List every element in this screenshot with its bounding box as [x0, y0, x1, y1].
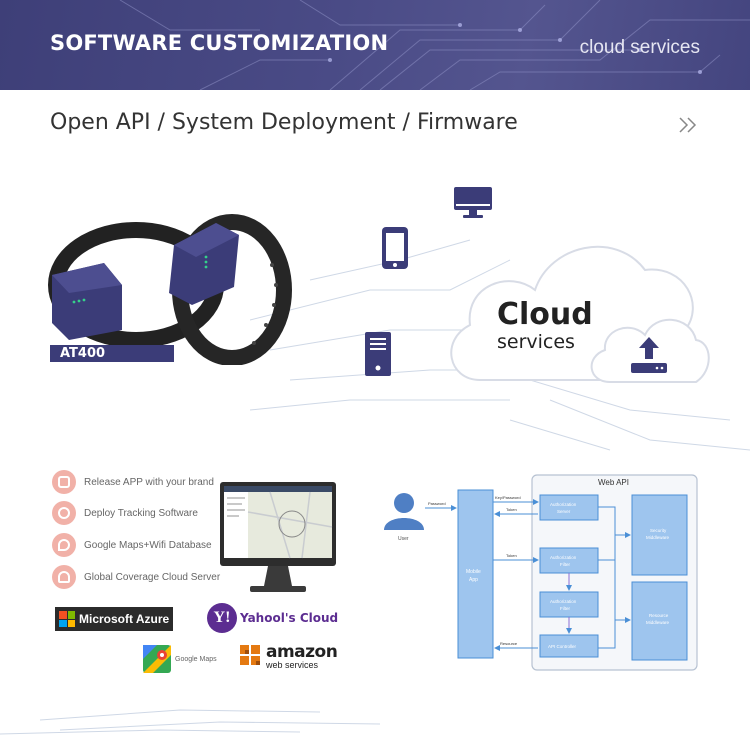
- section-heading: Open API / System Deployment / Firmware: [50, 110, 518, 135]
- feature-item: Release APP with your brand: [52, 470, 214, 494]
- feature-label: Deploy Tracking Software: [84, 507, 198, 519]
- aws-label: amazon: [266, 642, 338, 662]
- cloud-server-icon: [52, 565, 76, 589]
- aws-logo: amazon web services: [238, 642, 338, 671]
- token-label-2: Token: [506, 553, 517, 558]
- api-controller-label: API Controller: [548, 644, 577, 649]
- banner-title: SOFTWARE CUSTOMIZATION: [50, 31, 389, 55]
- feature-label: Google Maps+Wifi Database: [84, 539, 212, 551]
- auth-filter1-line1: Authorization: [550, 555, 577, 560]
- user-icon: [384, 493, 424, 530]
- upload-router-icon: [631, 337, 667, 373]
- resource-mw-line2: Middleware: [646, 620, 670, 625]
- tech-background: [250, 239, 750, 451]
- auth-filter2-line1: Authorization: [550, 599, 577, 604]
- resource-label: Resource: [500, 641, 518, 646]
- microsoft-azure-logo: Microsoft Azure: [55, 607, 173, 631]
- banner-subtitle: cloud services: [579, 37, 700, 58]
- web-api-diagram: User Web API Mobile App Password Authori…: [384, 474, 698, 671]
- resource-mw-line1: Resource: [649, 613, 669, 618]
- desktop-icon: [454, 187, 492, 218]
- user-label: User: [398, 536, 409, 542]
- yahoo-label: Yahool's Cloud: [240, 611, 339, 625]
- circuit-decoration: [119, 0, 750, 90]
- yahoo-icon: Y!: [207, 603, 237, 633]
- feature-item: Deploy Tracking Software: [52, 501, 198, 525]
- cloud-subtitle: services: [497, 331, 575, 353]
- microsoft-icon: [59, 611, 75, 627]
- monitor-software-image: [220, 482, 336, 592]
- bottom-decoration: [0, 709, 381, 735]
- google-maps-icon: [143, 645, 171, 673]
- cloud-title: Cloud: [497, 297, 593, 332]
- google-maps-label: Google Maps: [175, 655, 217, 663]
- token-label-1: Token: [506, 507, 517, 512]
- smartphone-icon: [382, 227, 408, 269]
- auth-filter2-line2: Filter: [560, 606, 571, 611]
- mobile-app-line1: Mobile: [466, 569, 481, 575]
- feature-item: Global Coverage Cloud Server: [52, 565, 220, 589]
- security-line1: Security: [650, 528, 667, 533]
- mobile-app-line2: App: [469, 577, 478, 583]
- server-icon: [365, 332, 391, 376]
- tracking-icon: [52, 501, 76, 525]
- map-pin-icon: [52, 533, 76, 557]
- password-label: Password: [428, 501, 446, 506]
- model-tag: AT400: [50, 345, 174, 362]
- auth-server-line1: Authorization: [550, 502, 577, 507]
- azure-label: Microsoft Azure: [79, 612, 170, 626]
- aws-cubes-icon: [240, 645, 260, 665]
- aws-sublabel: web services: [266, 660, 319, 670]
- feature-label: Global Coverage Cloud Server: [84, 571, 221, 583]
- key-password-label: Key/Password: [495, 495, 521, 500]
- app-brand-icon: [52, 470, 76, 494]
- header-banner: SOFTWARE CUSTOMIZATION cloud services: [0, 0, 750, 90]
- feature-label: Release APP with your brand: [84, 476, 214, 488]
- double-chevron-right-icon[interactable]: [678, 116, 698, 134]
- feature-item: Google Maps+Wifi Database: [52, 533, 212, 557]
- auth-filter1-line2: Filter: [560, 562, 571, 567]
- yahoo-cloud-logo: Y! Yahool's Cloud: [207, 603, 338, 633]
- at400-device-image: [48, 214, 292, 365]
- google-maps-logo: Google Maps: [143, 645, 217, 673]
- security-line2: Middleware: [646, 535, 670, 540]
- auth-server-line2: Server: [557, 509, 571, 514]
- web-api-title: Web API: [598, 478, 629, 487]
